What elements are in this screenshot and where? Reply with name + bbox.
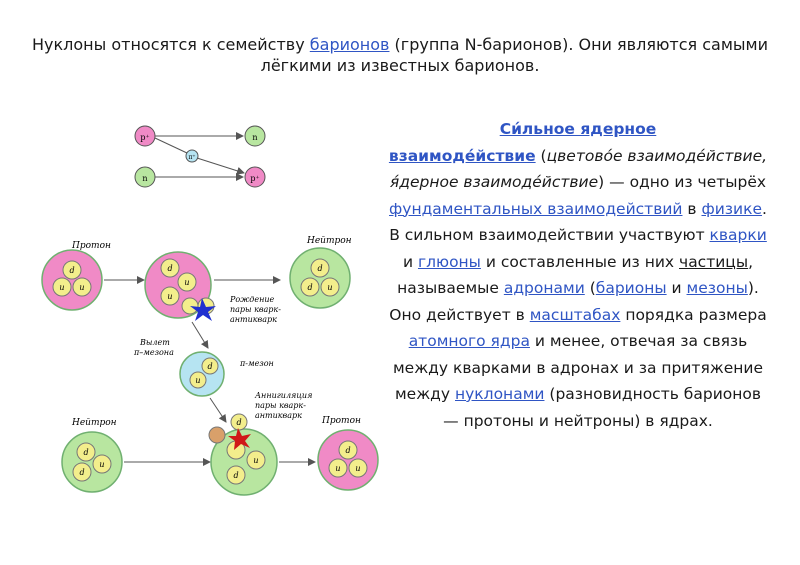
proton-initial: d u u xyxy=(41,249,103,311)
svg-text:пары кварк-: пары кварк- xyxy=(255,401,306,410)
svg-text:d: d xyxy=(233,471,238,480)
svg-text:u: u xyxy=(79,283,84,292)
link-quarks[interactable]: кварки xyxy=(709,226,767,244)
pi-meson: u d xyxy=(179,351,225,397)
link-mesons[interactable]: мезоны xyxy=(686,279,748,297)
link-baryons-2[interactable]: барионы xyxy=(595,279,667,297)
neutron-right-node xyxy=(244,125,266,147)
svg-text:d: d xyxy=(317,264,322,273)
svg-text:d: d xyxy=(79,468,84,477)
proton-final: d u u xyxy=(317,429,379,491)
link-nucleons[interactable]: нуклонами xyxy=(455,385,545,403)
proton-pair-birth: d u u xyxy=(144,251,216,321)
link-strong-interaction-1[interactable]: Си́льное ядерное xyxy=(499,120,657,138)
alt-names: цветово́е взаимоде́йствие, я́дерное взаи… xyxy=(389,146,768,192)
p-right-label: p⁺ xyxy=(250,174,259,183)
label-pion-emission: Вылет xyxy=(139,338,170,347)
pion-exchange-diagram: p⁺ n n p⁺ π⁺ xyxy=(134,125,266,188)
intro-text-2: (группа N-барионов). Они являются самыми… xyxy=(260,35,769,75)
pion-node xyxy=(185,149,199,163)
link-hadrons[interactable]: адронами xyxy=(503,279,585,297)
neutron-final-top: d d u xyxy=(289,247,351,309)
label-pi-meson: π-мезон xyxy=(239,359,274,368)
svg-text:антикварк: антикварк xyxy=(255,411,302,420)
svg-text:d: d xyxy=(69,266,74,275)
pi-label: π⁺ xyxy=(188,154,195,161)
label-proton-right: Протон xyxy=(321,416,361,426)
blue-star-icon xyxy=(190,298,216,321)
svg-text:u: u xyxy=(99,460,104,469)
svg-text:u: u xyxy=(253,456,258,465)
n-right-label: n xyxy=(252,133,257,142)
svg-text:d: d xyxy=(345,446,350,455)
link-scales[interactable]: масштабах xyxy=(529,305,621,324)
red-star-icon xyxy=(228,428,251,450)
svg-text:u: u xyxy=(195,376,200,385)
nucleon-interaction-diagram: p⁺ n n p⁺ π⁺ Протон Нейтрон d u u d u u xyxy=(30,110,390,540)
n-left-label: n xyxy=(142,174,147,183)
link-baryons[interactable]: барионов xyxy=(309,35,390,54)
svg-text:u: u xyxy=(335,464,340,473)
proton-right-node xyxy=(244,166,266,188)
neutron-annihilation: d u d xyxy=(208,413,278,496)
label-neutron-right: Нейтрон xyxy=(306,236,352,246)
link-strong-interaction-2[interactable]: взаимоде́йствие xyxy=(388,146,536,165)
link-physics[interactable]: физике xyxy=(701,199,763,218)
svg-text:d: d xyxy=(236,418,241,427)
svg-text:d: d xyxy=(307,283,312,292)
intro-text-1: Нуклоны относятся к семейству xyxy=(31,35,310,54)
svg-text:u: u xyxy=(355,464,360,473)
link-fundamental-interactions[interactable]: фундаментальных взаимодействий xyxy=(389,199,683,218)
strong-interaction-article: Си́льное ядерное взаимоде́йствие (цветов… xyxy=(388,120,768,430)
svg-text:π–мезона: π–мезона xyxy=(133,348,174,357)
svg-text:u: u xyxy=(184,278,189,287)
svg-text:d: d xyxy=(207,362,212,371)
label-proton: Протон xyxy=(71,241,111,251)
svg-text:пары кварк-: пары кварк- xyxy=(230,305,281,314)
svg-text:d: d xyxy=(167,264,172,273)
label-annihilation-1: Аннигиляция xyxy=(254,391,312,400)
link-gluons[interactable]: глюоны xyxy=(417,252,481,271)
svg-text:u: u xyxy=(167,292,172,301)
link-particles[interactable]: частицы xyxy=(679,252,749,271)
p-left-label: p⁺ xyxy=(140,133,149,142)
neutron-initial: d d u xyxy=(61,431,123,493)
svg-text:u: u xyxy=(59,283,64,292)
svg-text:u: u xyxy=(327,283,332,292)
link-atomic-nucleus[interactable]: атомного ядра xyxy=(408,332,530,350)
label-pair-birth-1: Рождение xyxy=(229,295,275,304)
svg-text:d: d xyxy=(83,448,88,457)
svg-text:антикварк: антикварк xyxy=(230,315,277,324)
diagram-svg: p⁺ n n p⁺ π⁺ Протон Нейтрон d u u d u u xyxy=(41,125,379,496)
label-neutron-left: Нейтрон xyxy=(71,418,117,428)
intro-paragraph: Нуклоны относятся к семейству барионов (… xyxy=(20,34,780,76)
